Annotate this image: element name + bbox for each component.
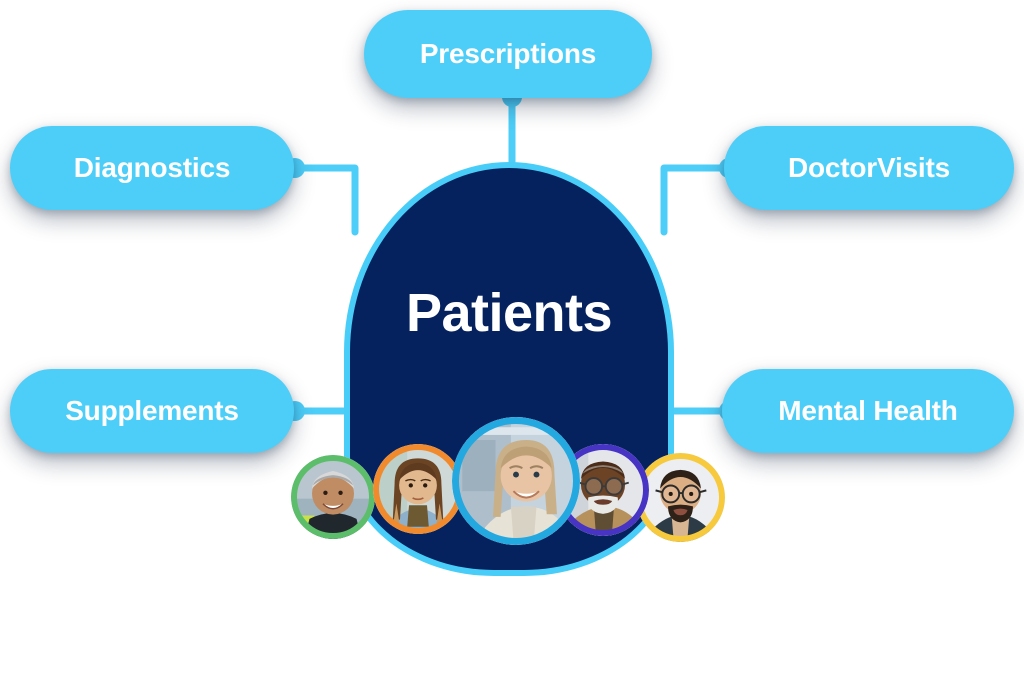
connector-diagnostics <box>289 164 359 236</box>
avatar-4-photo <box>557 444 649 536</box>
node-prescriptions[interactable]: Prescriptions <box>364 10 652 98</box>
node-mentalhealth[interactable]: Mental Health <box>722 369 1014 453</box>
node-doctorvisits-label: DoctorVisits <box>787 152 951 183</box>
avatar-5-photo <box>636 453 725 542</box>
node-supplements[interactable]: Supplements <box>10 369 294 453</box>
avatar-2 <box>373 444 463 534</box>
avatar-5 <box>636 453 725 542</box>
avatar-3-photo <box>452 417 580 545</box>
node-doctorvisits[interactable]: DoctorVisits <box>724 126 1014 210</box>
connector-doctorvisits <box>660 164 733 236</box>
avatar-1 <box>291 455 375 539</box>
node-diagnostics-label: Diagnostics <box>73 152 231 183</box>
center-node-label: Patients <box>405 283 613 343</box>
node-supplements-label: Supplements <box>65 395 239 426</box>
avatar-2-photo <box>373 444 463 534</box>
node-prescriptions-label: Prescriptions <box>419 38 597 69</box>
node-diagnostics[interactable]: Diagnostics <box>10 126 294 210</box>
avatar-1-photo <box>291 455 375 539</box>
node-mentalhealth-label: Mental Health <box>778 395 958 426</box>
avatar-3 <box>452 417 580 545</box>
